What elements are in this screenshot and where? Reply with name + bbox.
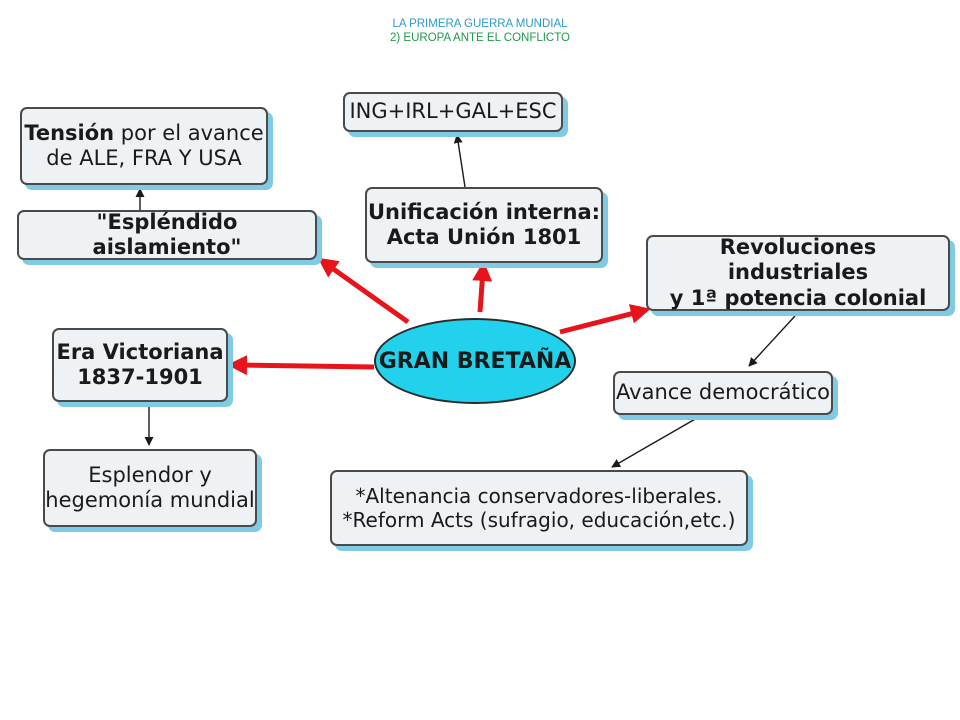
- revoluciones-line2: y 1ª potencia colonial: [669, 285, 927, 310]
- slide-title: LA PRIMERA GUERRA MUNDIAL: [392, 18, 568, 30]
- esplendor-line2: hegemonía mundial: [45, 488, 255, 512]
- node-altenancia-reform-acts: *Altenancia conservadores-liberales. *Re…: [330, 470, 748, 546]
- arrow-avance-to-altenancia: [611, 417, 698, 468]
- arrow-revoluciones-to-avance: [748, 315, 796, 367]
- arrow-unificacion-to-ing: [453, 134, 466, 188]
- altenancia-line2: *Reform Acts (sufragio, educación,etc.): [342, 508, 736, 532]
- center-label: GRAN BRETAÑA: [378, 348, 572, 374]
- center-gran-bretana: GRAN BRETAÑA: [374, 318, 576, 404]
- ing-label: ING+IRL+GAL+ESC: [349, 99, 557, 124]
- slide-subtitle: 2) EUROPA ANTE EL CONFLICTO: [390, 32, 570, 44]
- node-tension: Tensión por el avance de ALE, FRA Y USA: [20, 107, 268, 185]
- node-esplendor-hegemonia: Esplendor y hegemonía mundial: [43, 449, 257, 527]
- aislamiento-label: "Espléndido aislamiento": [92, 209, 242, 259]
- tension-text: por el avance: [114, 120, 264, 145]
- unificacion-line2: Acta Unión 1801: [386, 225, 582, 249]
- node-esplendido-aislamiento: "Espléndido aislamiento": [17, 210, 317, 260]
- arrow-to-revoluciones: [559, 304, 651, 335]
- tension-line2: de ALE, FRA Y USA: [46, 146, 242, 170]
- arrow-to-aislamiento: [317, 257, 410, 325]
- revoluciones-line1: Revoluciones industriales: [719, 235, 877, 285]
- avance-label: Avance democrático: [616, 380, 830, 405]
- node-era-victoriana: Era Victoriana 1837-1901: [52, 328, 228, 402]
- tension-keyword: Tensión: [24, 120, 115, 145]
- node-ing-irl-gal-esc: ING+IRL+GAL+ESC: [343, 92, 563, 132]
- node-revoluciones-industriales: Revoluciones industriales y 1ª potencia …: [646, 235, 950, 311]
- node-unificacion-interna: Unificación interna: Acta Unión 1801: [365, 187, 603, 263]
- esplendor-line1: Esplendor y: [88, 462, 212, 487]
- victoriana-line2: 1837-1901: [77, 365, 203, 389]
- arrow-to-unificacion: [472, 261, 493, 313]
- unificacion-line1: Unificación interna:: [367, 199, 601, 224]
- arrow-to-victoriana: [227, 355, 375, 376]
- node-avance-democratico: Avance democrático: [613, 371, 833, 415]
- victoriana-line1: Era Victoriana: [56, 339, 224, 364]
- altenancia-line1: *Altenancia conservadores-liberales.: [355, 484, 723, 508]
